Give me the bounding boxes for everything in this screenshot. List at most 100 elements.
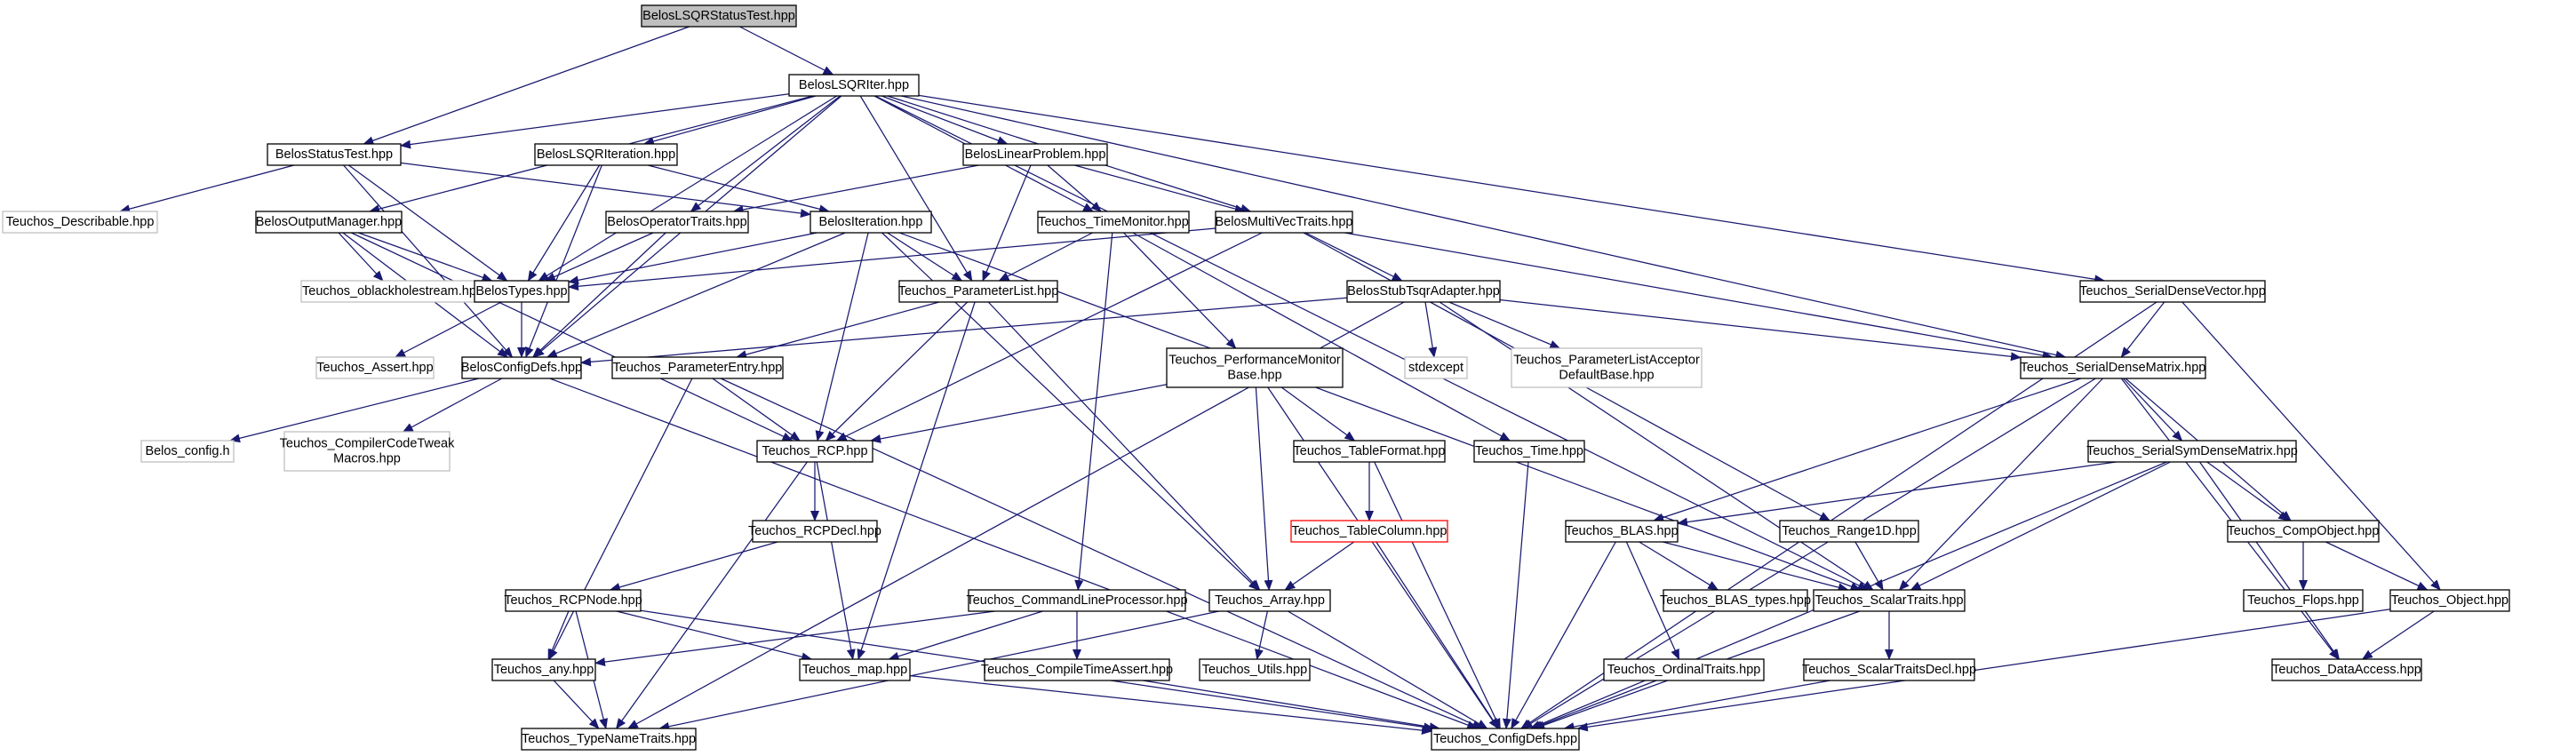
node-blas[interactable]: Teuchos_BLAS.hpp [1565,520,1679,543]
edge-parameterlist-to-parameterentry [736,301,940,359]
node-box [140,440,235,463]
node-label: Teuchos_PerformanceMonitor [1168,354,1341,368]
edge-operatortraits-to-configdefs_b [532,232,666,358]
node-label: Teuchos_CommandLineProcessor.hpp [966,593,1187,608]
edge-array-to-utils [1255,610,1269,660]
node-stubtsqr[interactable]: BelosStubTsqrAdapter.hpp [1346,280,1501,303]
node-range1d[interactable]: Teuchos_Range1D.hpp [1779,520,1919,543]
edge-compobject-to-object [2325,541,2428,591]
node-box [962,143,1108,166]
node-time[interactable]: Teuchos_Time.hpp [1473,440,1585,463]
node-label: Teuchos_Utils.hpp [1202,663,1308,677]
edge-parameterlist-to-map [857,301,976,660]
edge-linearproblem-to-multivectraits [1074,164,1246,213]
edge-configdefs_b-to-configdefs_t [549,378,1479,729]
node-iter[interactable]: BelosLSQRIter.hpp [788,74,920,97]
edge-compiletimeassert-to-configdefs_t [1143,680,1440,732]
edge-lsqriteration-to-configdefs_b [525,164,602,358]
edge-stubtsqr-to-plaDefault [1448,301,1561,349]
node-tableformat[interactable]: Teuchos_TableFormat.hpp [1293,440,1446,463]
node-iteration[interactable]: BelosIteration.hpp [809,211,932,234]
edge-perfmon-to-rcp [870,384,1168,443]
node-tablecolumn[interactable]: Teuchos_TableColumn.hpp [1290,520,1448,543]
node-any[interactable]: Teuchos_any.hpp [491,658,596,681]
node-linearproblem[interactable]: BelosLinearProblem.hpp [962,143,1108,166]
node-box [611,356,784,379]
node-label: BelosOperatorTraits.hpp [607,215,746,229]
node-box [1511,347,1703,388]
edge-serialsym-to-scalartraits [1910,461,2171,591]
node-label: BelosLinearProblem.hpp [965,147,1106,162]
node-label: Teuchos_TableFormat.hpp [1294,444,1446,458]
node-rcp[interactable]: Teuchos_RCP.hpp [756,440,873,463]
node-label: BelosLSQRStatusTest.hpp [642,9,795,23]
node-statustest[interactable]: BelosStatusTest.hpp [267,143,402,166]
edge-stubtsqr-to-configdefs_b [580,297,1348,367]
edge-root-to-iter [739,26,834,76]
node-box [799,658,911,681]
node-serialdensematrix[interactable]: Teuchos_SerialDenseMatrix.hpp [2020,356,2206,379]
node-scalartraits[interactable]: Teuchos_ScalarTraits.hpp [1813,589,1966,612]
node-outputmanager[interactable]: BelosOutputManager.hpp [255,211,403,234]
node-multivectraits[interactable]: BelosMultiVecTraits.hpp [1215,211,1353,234]
node-array[interactable]: Teuchos_Array.hpp [1208,589,1331,612]
node-parameterentry[interactable]: Teuchos_ParameterEntry.hpp [611,356,784,379]
node-compobject[interactable]: Teuchos_CompObject.hpp [2227,520,2380,543]
node-label: Teuchos_SerialDenseVector.hpp [2079,284,2266,298]
edge-timemonitor-to-cmdline [1074,232,1113,591]
node-cmdline[interactable]: Teuchos_CommandLineProcessor.hpp [966,589,1188,612]
node-configdefs_b[interactable]: BelosConfigDefs.hpp [461,356,582,379]
node-typenametraits[interactable]: Teuchos_TypeNameTraits.hpp [521,728,697,751]
edge-parameterlist-to-array [987,301,1261,591]
node-lsqriteration[interactable]: BelosLSQRIteration.hpp [534,143,678,166]
edge-stubtsqr-to-stdexcept [1424,301,1438,358]
node-map[interactable]: Teuchos_map.hpp [799,658,911,681]
node-utils[interactable]: Teuchos_Utils.hpp [1199,658,1311,681]
edge-iteration-to-rcp [815,232,869,442]
node-box [984,658,1170,681]
edge-multivectraits-to-belostypes [568,227,1216,291]
node-operatortraits[interactable]: BelosOperatorTraits.hpp [605,211,749,234]
node-label: Teuchos_DataAccess.hpp [2272,663,2421,677]
node-label: BelosLSQRIteration.hpp [537,147,675,162]
node-label: Belos_config.h [145,444,229,458]
edge-iteration-to-parameterlist [887,232,963,282]
node-compiletimeassert[interactable]: Teuchos_CompileTimeAssert.hpp [981,658,1173,681]
node-scalartraitsdecl[interactable]: Teuchos_ScalarTraitsDecl.hpp [1802,658,1976,681]
node-label: BelosLSQRIter.hpp [799,78,909,92]
node-label: Teuchos_map.hpp [802,663,908,677]
edge-outputmanager-to-rcp [351,232,794,442]
node-blastypes[interactable]: Teuchos_BLAS_types.hpp [1660,589,1811,612]
node-flops[interactable]: Teuchos_Flops.hpp [2243,589,2364,612]
node-parameterlist[interactable]: Teuchos_ParameterList.hpp [898,280,1059,303]
node-serialdensevector[interactable]: Teuchos_SerialDenseVector.hpp [2079,280,2266,303]
edge-linearproblem-to-operatortraits [732,164,979,214]
node-label: Teuchos_Describable.hpp [6,215,155,229]
node-box [1603,658,1765,681]
node-ordinaltraits[interactable]: Teuchos_OrdinalTraits.hpp [1603,658,1765,681]
edge-timemonitor-to-parameterlist [998,232,1093,282]
edge-serialdensematrix-to-serialsym [2122,378,2183,442]
node-rcpdecl[interactable]: Teuchos_RCPDecl.hpp [748,520,881,543]
node-object[interactable]: Teuchos_Object.hpp [2389,589,2510,612]
node-serialsym[interactable]: Teuchos_SerialSymDenseMatrix.hpp [2086,440,2298,463]
node-label: Teuchos_RCPDecl.hpp [748,524,881,538]
edge-blas-to-blastypes [1639,541,1719,591]
node-timemonitor[interactable]: Teuchos_TimeMonitor.hpp [1037,211,1190,234]
edge-outputmanager-to-belostypes [358,232,493,282]
node-belostypes[interactable]: BelosTypes.hpp [474,280,570,303]
edge-blas-to-scalartraits [1663,541,1849,593]
edge-rcp-to-map [816,461,856,660]
node-configdefs_t[interactable]: Teuchos_ConfigDefs.hpp [1431,728,1580,751]
node-root[interactable]: BelosLSQRStatusTest.hpp [641,4,797,28]
edge-tableformat-to-configdefs_t [1374,461,1501,729]
node-dataaccess[interactable]: Teuchos_DataAccess.hpp [2271,658,2422,681]
node-label: Teuchos_Assert.hpp [316,361,433,375]
node-box [521,728,697,751]
edge-statustest-to-describable [119,164,294,214]
node-rcpnode[interactable]: Teuchos_RCPNode.hpp [504,589,642,612]
node-label: stdexcept [1408,361,1463,375]
node-box [474,280,570,303]
edge-serialdensematrix-to-scalartraits [1898,378,2103,591]
